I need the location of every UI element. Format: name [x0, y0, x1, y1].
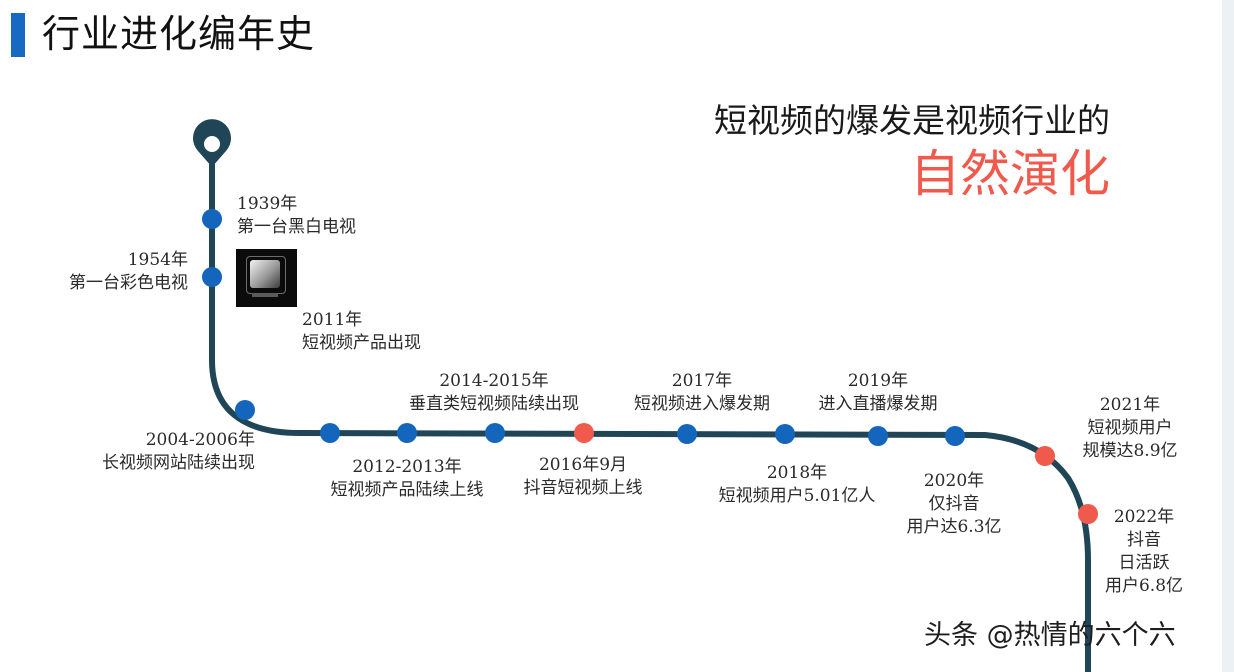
timeline-node-m1939: [202, 209, 222, 229]
milestone-label-2018: 2018年 短视频用户5.01亿人: [718, 463, 876, 506]
timeline-node-m2020: [945, 426, 965, 446]
timeline-node-m2016b: [574, 423, 594, 443]
timeline-node-m2016: [485, 423, 505, 443]
timeline-node-m2017: [677, 424, 697, 444]
timeline-node-m2022: [1078, 504, 1098, 524]
black-and-white-tv-icon: [236, 249, 297, 307]
timeline-node-m2019: [868, 426, 888, 446]
milestone-label-2020: 2020年 仅抖音 用户达6.3亿: [906, 471, 1002, 537]
headline-line-1: 短视频的爆发是视频行业的: [714, 101, 1110, 140]
timeline-node-m2014: [397, 423, 417, 443]
milestone-label-2019: 2019年 进入直播爆发期: [818, 371, 938, 414]
watermark-text: 头条 @热情的六个六: [924, 620, 1176, 651]
milestone-label-2016: 2016年9月 抖音短视频上线: [523, 455, 643, 498]
milestone-label-2021: 2021年 短视频用户 规模达8.9亿: [1082, 395, 1178, 461]
timeline-node-m1954: [202, 267, 222, 287]
milestone-label-2012: 2012-2013年 短视频产品陆续上线: [330, 457, 484, 500]
location-pin-icon: [193, 119, 232, 167]
page-title: 行业进化编年史: [42, 12, 316, 56]
milestone-label-1954: 1954年 第一台彩色电视: [69, 250, 188, 293]
timeline-node-m2012: [320, 423, 340, 443]
milestone-label-2011: 2011年 短视频产品出现: [302, 310, 421, 353]
timeline-node-m2004: [235, 400, 255, 420]
headline-line-2: 自然演化: [910, 145, 1110, 203]
milestone-label-2022: 2022年 抖音 日活跃 用户6.8亿: [1104, 507, 1184, 596]
milestone-label-1939: 1939年 第一台黑白电视: [237, 194, 356, 237]
timeline-node-m2021: [1035, 446, 1055, 466]
timeline-node-m2018: [775, 424, 795, 444]
milestone-label-2004: 2004-2006年 长视频网站陆续出现: [102, 430, 255, 473]
milestone-label-2017: 2017年 短视频进入爆发期: [634, 371, 770, 414]
milestone-label-2014: 2014-2015年 垂直类短视频陆续出现: [409, 371, 579, 414]
right-edge-strip: [1222, 0, 1234, 672]
title-accent-bar: [11, 13, 25, 57]
